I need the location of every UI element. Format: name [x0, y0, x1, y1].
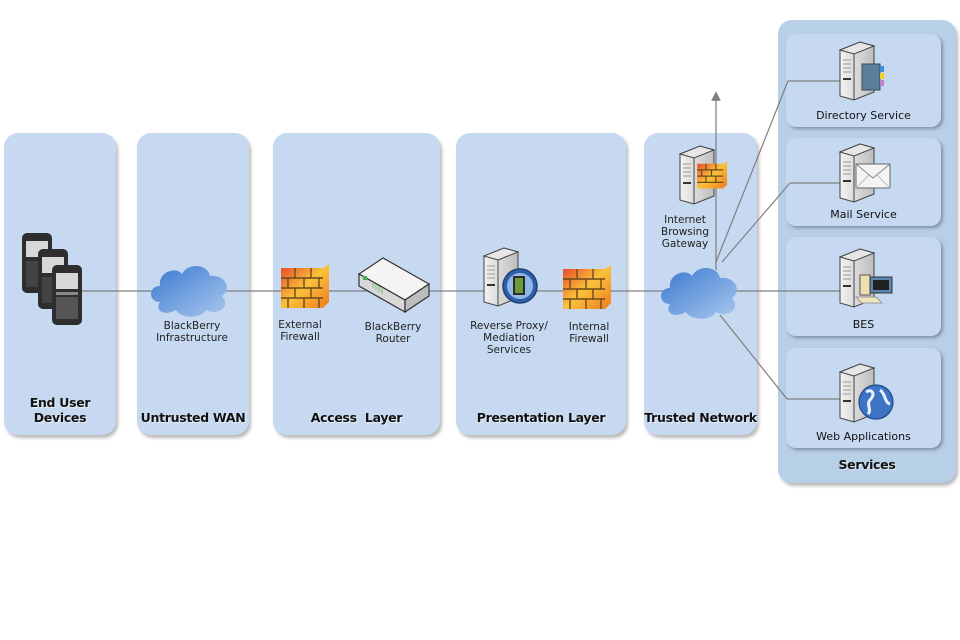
- router-icon: [357, 257, 431, 314]
- node-label-external-firewall: External Firewall: [272, 319, 328, 343]
- label-line: Mediation: [483, 332, 535, 344]
- portal-globe-icon: [502, 268, 538, 304]
- label-line: Services: [486, 344, 532, 356]
- gateway-server-icon: [679, 145, 727, 205]
- label-line: Firewall: [569, 333, 609, 345]
- label-line: Reverse Proxy/: [470, 320, 548, 332]
- zone-title: End User Devices: [29, 395, 91, 425]
- label-line: External: [278, 319, 322, 331]
- firewall-icon: [697, 161, 727, 189]
- web-server-icon: [839, 363, 894, 423]
- service-label: Mail Service: [830, 208, 897, 221]
- book-icon: [861, 63, 884, 91]
- link-to-directory: [715, 80, 789, 263]
- zone-title: Trusted Network: [644, 410, 757, 425]
- cloud-icon: [661, 267, 737, 319]
- label-line: Infrastructure: [156, 332, 228, 344]
- firewall-icon: [563, 265, 611, 309]
- label-line: Internet: [664, 214, 706, 226]
- node-label-blackberry-infrastructure: BlackBerry Infrastructure: [142, 320, 242, 344]
- link-to-webapps: [719, 314, 788, 400]
- label-line: BlackBerry: [364, 321, 422, 333]
- workstation-icon: [854, 274, 893, 304]
- cloud-icon: [151, 265, 227, 317]
- service-label: BES: [852, 318, 875, 331]
- bes-server-icon: [839, 248, 893, 308]
- node-label-reverse-proxy: Reverse Proxy/ Mediation Services: [462, 320, 556, 356]
- label-line: Firewall: [280, 331, 320, 343]
- envelope-icon: [855, 163, 891, 189]
- directory-server-icon: [839, 41, 884, 101]
- blackberry-devices-icon: [22, 233, 82, 325]
- label-line: Gateway: [661, 238, 709, 250]
- zone-title: Access Layer: [310, 410, 403, 425]
- node-label-internal-firewall: Internal Firewall: [560, 321, 618, 345]
- node-label-internet-browsing-gateway: Internet Browsing Gateway: [656, 214, 714, 250]
- globe-icon: [858, 384, 894, 420]
- label-line: Browsing: [660, 226, 709, 238]
- firewall-icon: [281, 264, 329, 308]
- zone-title: Presentation Layer: [476, 410, 606, 425]
- label-line: Internal: [568, 321, 610, 333]
- link-to-mail: [721, 182, 791, 263]
- label-line: BlackBerry: [163, 320, 221, 332]
- zone-title: Services: [838, 457, 896, 472]
- node-label-blackberry-router: BlackBerry Router: [358, 321, 428, 345]
- phone-icon: [52, 265, 82, 325]
- reverse-proxy-server-icon: [483, 247, 538, 307]
- service-label: Web Applications: [816, 430, 911, 443]
- label-line: Router: [375, 333, 411, 345]
- zone-title: Untrusted WAN: [140, 410, 246, 425]
- mail-server-icon: [839, 143, 891, 203]
- service-label: Directory Service: [816, 109, 911, 122]
